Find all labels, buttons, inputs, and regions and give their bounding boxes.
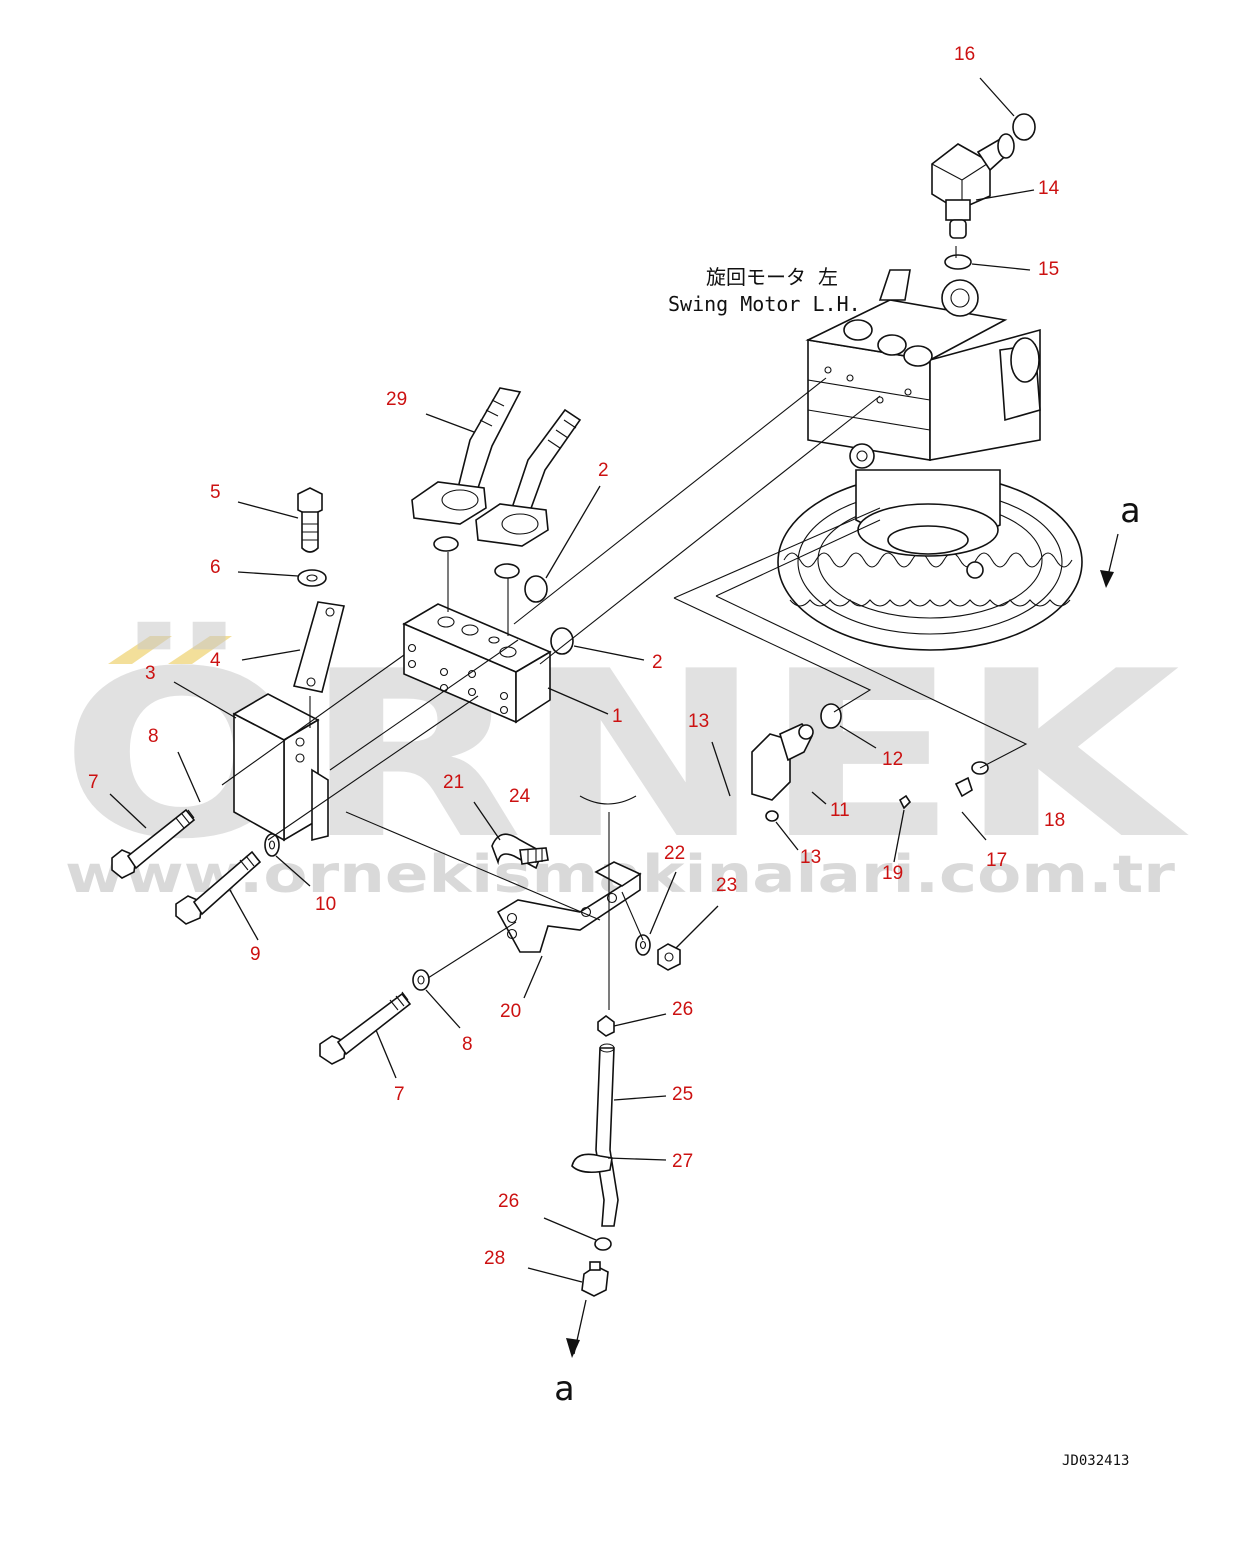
part-12-o-ring — [820, 703, 842, 729]
o-ring — [433, 536, 459, 552]
callout: 2 — [598, 460, 609, 481]
part-2-o-ring — [550, 627, 574, 655]
callout: 28 — [484, 1248, 505, 1269]
part-27-band — [571, 1153, 613, 1174]
callout: 11 — [830, 800, 850, 821]
watermark-accent-right — [168, 636, 232, 664]
callout: 13 — [800, 847, 821, 868]
view-arrow-bottom — [566, 1299, 587, 1358]
callout: 8 — [462, 1034, 473, 1055]
assembly-lines — [221, 246, 1028, 1010]
callout: 1 — [612, 706, 623, 727]
callout: 19 — [882, 863, 903, 884]
o-ring — [494, 563, 520, 579]
part-23-nut — [657, 943, 681, 971]
watermark-accent-left — [108, 636, 172, 664]
swing-motor — [777, 269, 1083, 651]
drawing-code: JD032413 — [1062, 1453, 1129, 1469]
part-28-drain-valve — [581, 1261, 609, 1297]
callout: 5 — [210, 482, 221, 503]
callout: 16 — [954, 44, 975, 65]
callout: 26 — [498, 1191, 519, 1212]
watermark: ÖRNEK www.ornekismakinalari.com.tr — [60, 621, 1190, 905]
callout: 17 — [986, 850, 1007, 871]
callout: 21 — [443, 772, 464, 793]
callout: 15 — [1038, 259, 1059, 280]
part-24-clamp — [491, 833, 549, 870]
part-5-bolt — [297, 487, 323, 553]
part-17-plug — [954, 776, 973, 798]
part-25-hose — [595, 1043, 619, 1227]
callout: 29 — [386, 389, 407, 410]
callout: 18 — [1044, 810, 1065, 831]
view-marker-top: a — [1120, 491, 1140, 531]
part-22-washer — [635, 934, 651, 956]
part-9-bolt — [175, 850, 262, 925]
callout: 24 — [509, 786, 531, 807]
part-14-elbow-fitting — [931, 133, 1015, 239]
swing-motor-label-en: Swing Motor L.H. — [668, 292, 861, 316]
view-marker-bottom: a — [554, 1369, 574, 1409]
part-6-washer — [297, 569, 327, 587]
callout: 3 — [145, 663, 156, 684]
callout: 13 — [688, 711, 709, 732]
leader-lines — [109, 77, 1035, 1283]
part-4-plate — [292, 601, 345, 693]
part-19-ball — [898, 794, 912, 810]
callout: 12 — [882, 749, 903, 770]
callout: 2 — [652, 652, 663, 673]
part-13-o-ring — [765, 810, 779, 822]
part-26-clip-upper — [597, 1015, 615, 1037]
callout: 27 — [672, 1151, 693, 1172]
part-26-clip-lower — [594, 1237, 612, 1251]
callout: 6 — [210, 557, 221, 578]
callouts: 16 14 15 29 2 5 6 2 4 3 1 13 12 8 7 21 2… — [88, 44, 1065, 1269]
part-3-bracket — [232, 693, 329, 842]
part-16-o-ring — [1012, 113, 1036, 141]
callout: 8 — [148, 726, 159, 747]
callout: 14 — [1038, 178, 1060, 199]
callout: 7 — [88, 772, 99, 793]
callout: 10 — [315, 894, 336, 915]
part-15-o-ring — [944, 254, 972, 270]
part-7-bolt-lower — [319, 991, 412, 1065]
view-arrow-top — [1100, 533, 1119, 588]
callout: 4 — [210, 650, 221, 671]
part-8-washer-lower — [412, 969, 430, 991]
callout: 7 — [394, 1084, 405, 1105]
callout: 20 — [500, 1001, 521, 1022]
callout: 9 — [250, 944, 261, 965]
part-7-bolt-upper — [111, 808, 196, 879]
callout: 22 — [664, 843, 685, 864]
swing-motor-label-jp: 旋回モータ 左 — [706, 265, 838, 289]
part-20-bracket — [496, 861, 642, 953]
part-2-o-ring — [524, 575, 548, 603]
callout: 23 — [716, 875, 737, 896]
part-1-manifold-block — [402, 603, 552, 724]
part-29-hoses — [411, 387, 582, 547]
callout: 25 — [672, 1084, 693, 1105]
part-11-fitting — [751, 723, 814, 801]
callout: 26 — [672, 999, 693, 1020]
